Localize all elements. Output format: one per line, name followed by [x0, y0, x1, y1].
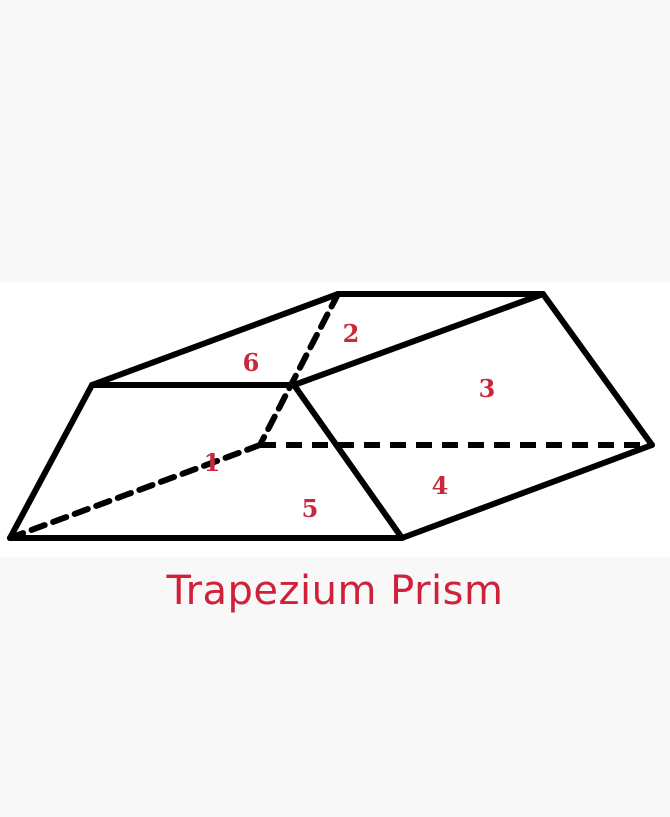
face-label-3: 3 [479, 374, 496, 403]
face-label-5: 5 [302, 494, 319, 523]
face-label-1: 1 [204, 448, 221, 477]
edge [540, 291, 655, 448]
edge [399, 442, 655, 541]
edge [7, 382, 95, 541]
face-label-2: 2 [343, 319, 360, 348]
diagram-background [0, 282, 670, 557]
face-label-4: 4 [432, 471, 449, 500]
diagram-title: Trapezium Prism [166, 568, 504, 614]
edge [291, 382, 405, 541]
hidden-edge [257, 291, 341, 448]
edge [291, 291, 546, 388]
face-label-6: 6 [243, 348, 260, 377]
hidden-edge [7, 442, 263, 541]
edge [89, 291, 341, 388]
